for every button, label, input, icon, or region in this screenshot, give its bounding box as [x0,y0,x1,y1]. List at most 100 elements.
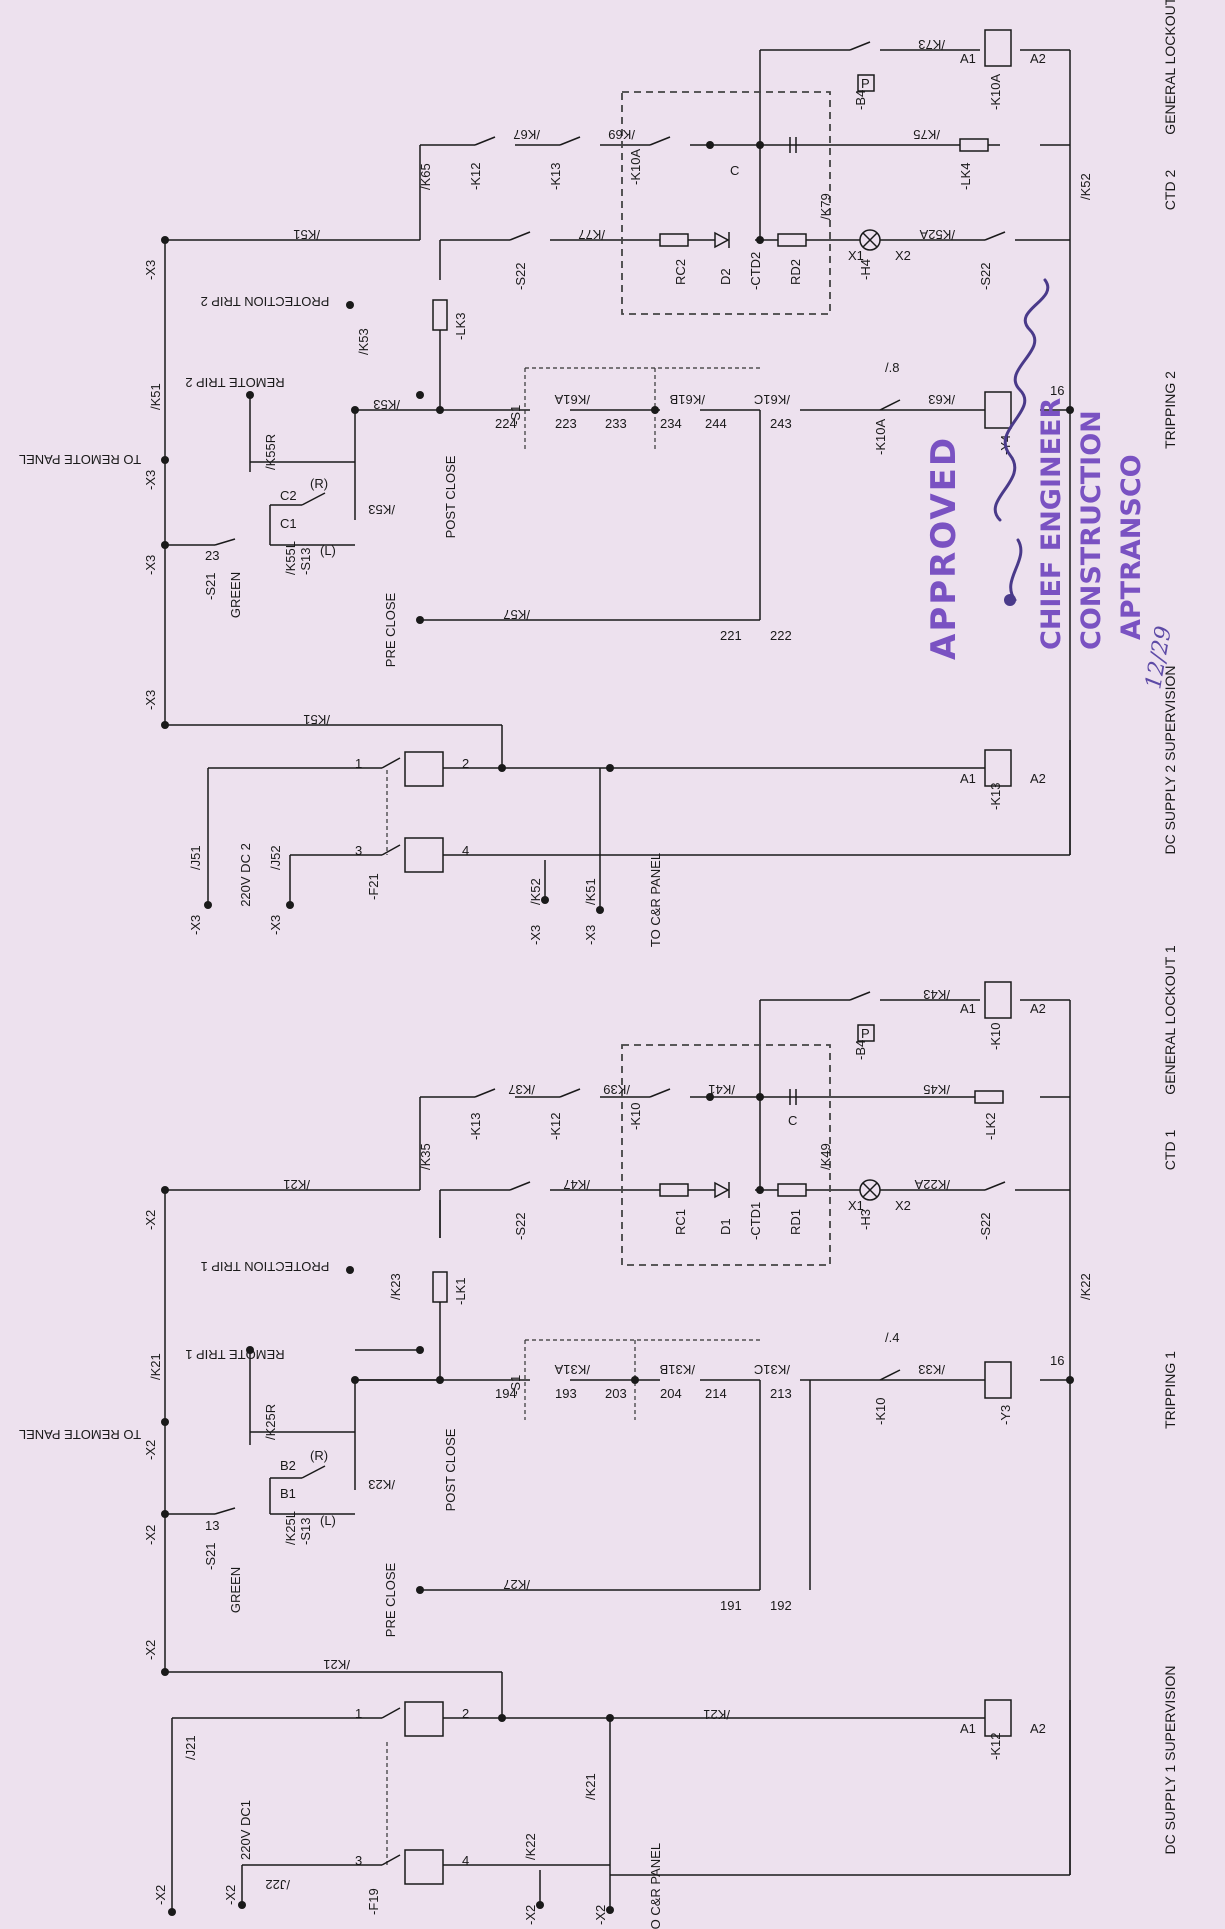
label-k22: /K22 [523,1833,538,1860]
mcb-f19-pole-2 [404,1849,444,1885]
label-j52: /J52 [268,845,283,870]
label-h3: -H3 [858,1209,873,1230]
label-rc2: RC2 [673,259,688,285]
label-k65: /K65 [418,163,433,190]
term-x2a: X2 [895,1198,911,1213]
label-k52a: /K52A [919,227,955,242]
label-s22-4: -S22 [978,263,993,290]
link-lk4 [959,138,989,152]
term-16b: 16 [1050,383,1064,398]
stamp-chief-engineer: CHIEF ENGINEER [1036,398,1067,650]
contact-k10-1 [879,1369,901,1381]
contact-mcb-3 [381,757,401,769]
label-mk10a-2: -K10A [628,149,643,185]
label-x2-h: -X2 [143,1210,158,1230]
label-mk10-2: -K10 [628,1103,643,1130]
label-lk4: -LK4 [958,163,973,190]
term-2b: 2 [462,756,469,771]
contact-s22-4 [984,231,1006,241]
term-1a: 1 [355,1706,362,1721]
terminal-numbers: 1 3 2 4 1 3 2 4 13 23 191 192 221 222 19… [205,51,1064,1868]
label-k21-b: /K21 [323,1657,350,1672]
note-green-2: GREEN [228,572,243,618]
resistor-rd1 [777,1183,807,1197]
note-protection-trip-2: PROTECTION TRIP 2 [201,294,330,309]
term-b2: B2 [280,1458,296,1473]
label-k51-c: /K51 [148,383,163,410]
label-k61b: /K61B [670,392,705,407]
term-3b: 3 [355,843,362,858]
label-s22-2: -S22 [978,1213,993,1240]
contact-k12-k13-4 [559,136,581,146]
diode-d2 [714,231,730,249]
resistor-rc2 [659,233,689,247]
label-k21-e: /K21 [703,1707,730,1722]
section-tripping-1: TRIPPING 1 [1162,1351,1178,1429]
term-a2b: A2 [1030,771,1046,786]
contact-mcb-2 [381,1854,401,1866]
contact-s21-2 [214,538,236,546]
term-203: 203 [605,1386,627,1401]
term-a1c: A1 [960,1001,976,1016]
contact-mcb-1 [381,1707,401,1719]
note-to-cr-panel-1: TO C&R PANEL [648,1843,663,1929]
label-j51: /J51 [188,845,203,870]
term-a2d: A2 [1030,51,1046,66]
label-s13-1: -S13 [298,1518,313,1545]
label-rd1: RD1 [788,1209,803,1235]
label-mk12-3: -K12 [468,163,483,190]
term-a1d: A1 [960,51,976,66]
term-x1b: X1 [848,248,864,263]
note-green-1: GREEN [228,1567,243,1613]
label-lk2: -LK2 [983,1113,998,1140]
label-lk1: -LK1 [453,1278,468,1305]
term-1b: 1 [355,756,362,771]
label-k51-a: /K51 [583,878,598,905]
label-mk13: -K13 [988,783,1003,810]
contact-k12-k13-3 [474,136,496,146]
label-k47: /K47 [563,1177,590,1192]
term-13a: 13 [205,1518,219,1533]
label-k35: /K35 [418,1143,433,1170]
contact-s13-1 [301,1465,326,1479]
label-k37: /K37 [508,1082,535,1097]
contact-k10-2 [879,399,901,411]
label-k21-a: /K21 [583,1773,598,1800]
label-y3: -Y3 [998,1405,1013,1425]
contact-b4-2 [849,41,871,51]
term-193: 193 [555,1386,577,1401]
label-b4-1: -B4 [853,1040,868,1060]
label-x3-d: -X3 [583,925,598,945]
term-p1: P [861,1026,870,1041]
label-mk10-1: -K10 [873,1398,888,1425]
resistor-rc1 [659,1183,689,1197]
note-pre-close-2: PRE CLOSE [383,592,398,667]
label-mk13-1: -K13 [468,1113,483,1140]
junction-dots [161,141,1074,1916]
wiring-system-1 [164,999,1071,1912]
label-k31c: /K31C [754,1362,790,1377]
trip-coil-y3 [984,1361,1012,1399]
label-k21-d: /K21 [283,1177,310,1192]
section-general-lockout-1: GENERAL LOCKOUT 1 [1162,945,1178,1095]
contact-b4-1 [849,991,871,1001]
note-remote-trip-1: REMOTE TRIP 1 [185,1347,284,1362]
label-mk10a-1: -K10A [873,419,888,455]
label-s1-2: -S1 [508,405,523,425]
label-k25l: /K25L [283,1511,298,1545]
term-214: 214 [705,1386,727,1401]
label-x2-d: -X2 [593,1905,608,1925]
resistor-rd2 [777,233,807,247]
relay-coil-k10 [984,981,1012,1019]
term-223: 223 [555,416,577,431]
label-mk12: -K12 [988,1733,1003,1760]
label-x2-g: -X2 [143,1440,158,1460]
term-233: 233 [605,416,627,431]
note-post-close-1: POST CLOSE [443,1428,458,1511]
term-a2a: A2 [1030,1721,1046,1736]
mcb-f19-pole-1 [404,1701,444,1737]
note-protection-trip-1: PROTECTION TRIP 1 [201,1259,330,1274]
term-b1: B1 [280,1486,296,1501]
label-j21: /J21 [183,1735,198,1760]
term-191: 191 [720,1598,742,1613]
